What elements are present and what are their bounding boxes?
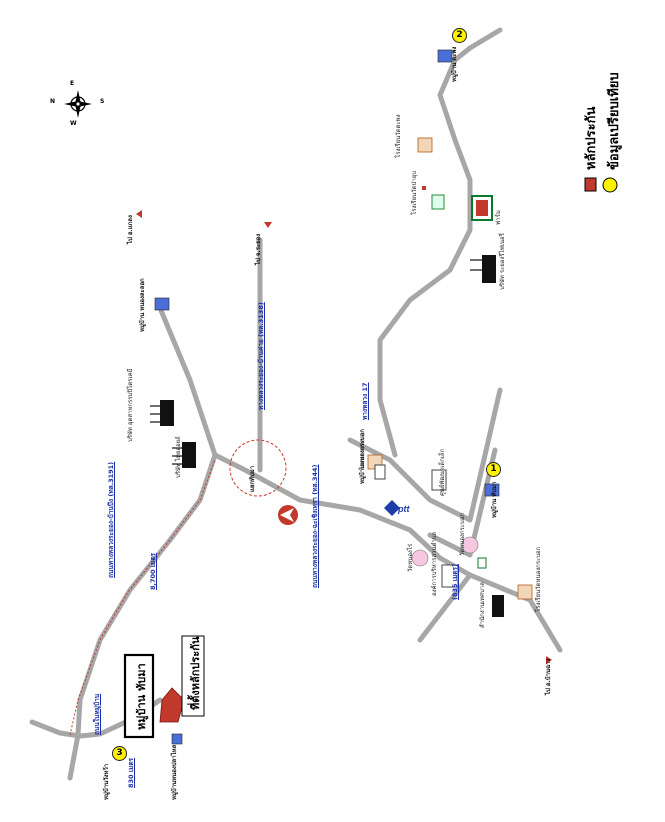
school-label: โรงเรียนวัดหนองกระบอก — [535, 546, 542, 612]
legend-comparison-swatch-icon — [602, 177, 618, 193]
direction-label: ไป จ.ระยอง — [255, 233, 262, 265]
gas-station-icon — [278, 505, 298, 525]
legend-collateral-label: หลักประกัน — [584, 106, 599, 170]
factory-icon — [150, 400, 174, 426]
village-icon — [154, 49, 500, 745]
comparison-badge-3: 3 — [112, 746, 127, 761]
village-box-label: หมู่บ้าน ทับมา — [135, 663, 148, 730]
village-label: หมู่บ้านวังหว้า — [103, 763, 110, 800]
collateral-marker-icon — [159, 687, 185, 723]
factory-icon — [492, 595, 504, 617]
compass-icon — [64, 90, 92, 118]
compass-e-label: E — [70, 80, 75, 87]
village-label: หมู่บ้าน หนองละลอก — [139, 278, 146, 332]
arrow-icon — [546, 656, 552, 664]
junction-circle — [229, 439, 287, 497]
factory-icon — [172, 442, 196, 468]
building-icon — [374, 464, 459, 588]
legend-comparison-label: ข้อมูลเปรียบเทียบ — [607, 72, 622, 170]
factory-label: บริษัท ระยองรีไฟเนอรี่ — [499, 233, 506, 290]
village-label: หมู่บ้าน ตะพง — [451, 46, 458, 82]
direction-label: ไป อ.บ้านฉาง — [545, 658, 552, 695]
temple-label: วัดหนองไร่ — [407, 543, 414, 572]
shop-icon — [471, 195, 493, 221]
distance-8700-label: 8,700 เมตร — [149, 552, 157, 590]
compass-s-label: S — [100, 98, 105, 105]
junction-label: แยกทับมา — [249, 465, 256, 492]
factory-label: บริษัท อุตสาหกรรมปิโตรเคมี — [127, 368, 134, 442]
hospital-label: โรงพยาบาล — [359, 438, 366, 470]
office-box-label: ที่ตั้งหลักประกัน — [189, 636, 202, 710]
road-17-label: ทางหลวง 17 — [361, 382, 369, 420]
temple-icon — [411, 536, 479, 567]
route-line — [69, 459, 216, 736]
village-label: หมู่บ้าน ทับมา — [491, 481, 498, 518]
school-label: โรงเรียนวัดป่ายุบ — [411, 170, 418, 215]
compass-n-label: N — [50, 98, 56, 105]
house-icon — [367, 137, 533, 600]
highway-label: ถนนทางหลวงระยอง-บ้านบึง (ทล.3191) — [107, 461, 115, 578]
comparison-badge-1: 1 — [486, 462, 501, 477]
office-box — [181, 635, 205, 717]
village-box — [123, 653, 155, 739]
road-network — [29, 27, 563, 781]
building-label: ศูนย์พัฒนาเด็กเล็ก — [439, 448, 446, 496]
legend-collateral-swatch-icon — [584, 177, 597, 192]
factory-label: บริษัท ไทยออยล์ — [175, 436, 182, 478]
village-label: หมู่บ้านหนองปลาไหล — [171, 744, 178, 800]
svg-text:ptt: ptt — [397, 504, 410, 514]
arrow-icon — [136, 210, 142, 218]
compass-w-label: W — [70, 120, 77, 127]
factory-icon — [470, 255, 496, 283]
shop-label: ฟาร์ม — [495, 210, 502, 225]
distance-830-label: 830 เมตร — [127, 757, 135, 788]
house-icon — [422, 186, 445, 210]
highway-label: ถนนทางหลวงระยอง-ฉะเชิงเทรา (ทล.344) — [311, 464, 319, 588]
arrow-icon — [264, 222, 272, 228]
direction-label: ไป อ.แกลง — [127, 215, 134, 244]
distance-835-label: (835 เมตร) — [451, 564, 459, 600]
store-icon — [477, 557, 487, 569]
building-label: สำนักงานเทศบาล — [479, 582, 486, 628]
comparison-badge-2: 2 — [452, 28, 467, 43]
school-label: โรงเรียนวัดตะพง — [395, 114, 402, 158]
ptt-logo-icon: ptt — [384, 500, 410, 516]
small-road-label: ถนนในหมู่บ้าน — [93, 693, 101, 735]
temple-label: วัดหนองกระบอก — [459, 513, 466, 556]
building-label: องค์การบริหารส่วนตำบล — [431, 531, 438, 596]
highway-label: ทางหลวงระยอง-บ้านค่าย (ทล.3138) — [257, 302, 265, 410]
